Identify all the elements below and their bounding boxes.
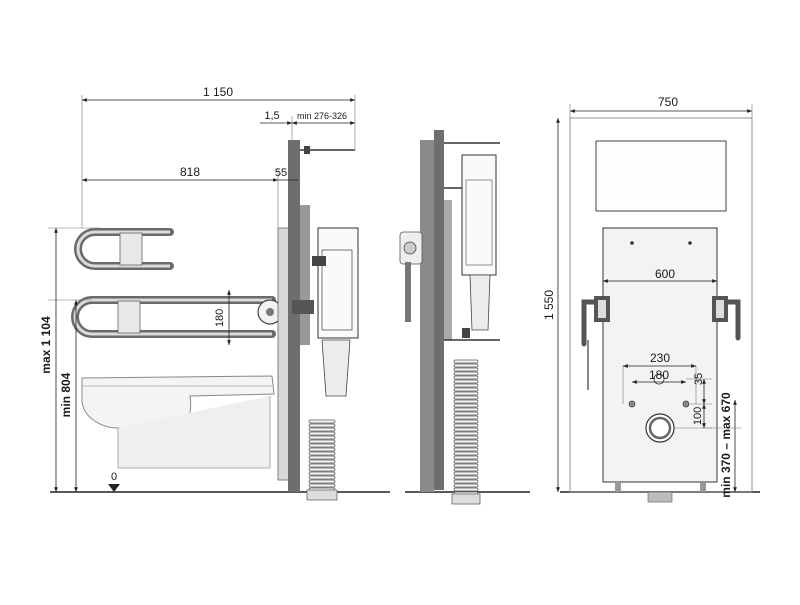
side-dimensions: 1 150 1,5 min 276-326 818 55 180 max 1 1… [39,85,356,492]
middle-grab-bar [399,231,423,322]
dim-bolt-vertical: 35 [693,373,705,385]
waste-outlet [645,413,675,443]
dim-frame-height: 1 550 [542,290,556,320]
middle-frame [434,130,444,490]
grab-bar-upper [74,228,174,270]
dim-bar-projection: 818 [180,165,200,179]
middle-view [399,130,500,505]
middle-cistern [461,154,497,331]
bracket-left [581,296,610,390]
flush-plate-outline [595,140,727,212]
middle-waste-pipe [451,359,481,505]
middle-wall-panel [420,140,434,492]
dim-bolt-outer: 230 [650,351,670,365]
floor-marker-icon [108,484,120,492]
dim-max-height: max 1 104 [39,316,53,374]
dim-front-width: 750 [658,95,678,109]
dim-depth-range: min 276-326 [297,111,347,121]
dim-bolt-inner: 180 [649,368,669,382]
dim-offset: 1,5 [264,110,279,122]
dim-bracket-width: 600 [655,267,675,281]
bracket-right [712,296,741,341]
front-feet [615,482,706,503]
dim-total-width: 1 150 [203,85,233,99]
dim-bar-spacing: 180 [214,309,226,327]
dim-min-height: min 804 [59,372,73,417]
front-view [569,117,753,503]
toilet-bowl [81,375,275,469]
dim-bar-gap: 55 [275,167,287,179]
mounting-frame [288,140,355,492]
grab-bar-lower [71,296,283,338]
dim-drain-offset: 100 [692,407,704,425]
waste-pipe [306,419,338,501]
dim-outlet-height: min 370 – max 670 [719,392,733,498]
floor-zero-label: 0 [111,471,117,483]
front-dimensions: 750 1 550 600 230 180 35 100 min 370 – m… [542,95,753,498]
cistern [312,227,359,397]
side-view [71,140,359,501]
